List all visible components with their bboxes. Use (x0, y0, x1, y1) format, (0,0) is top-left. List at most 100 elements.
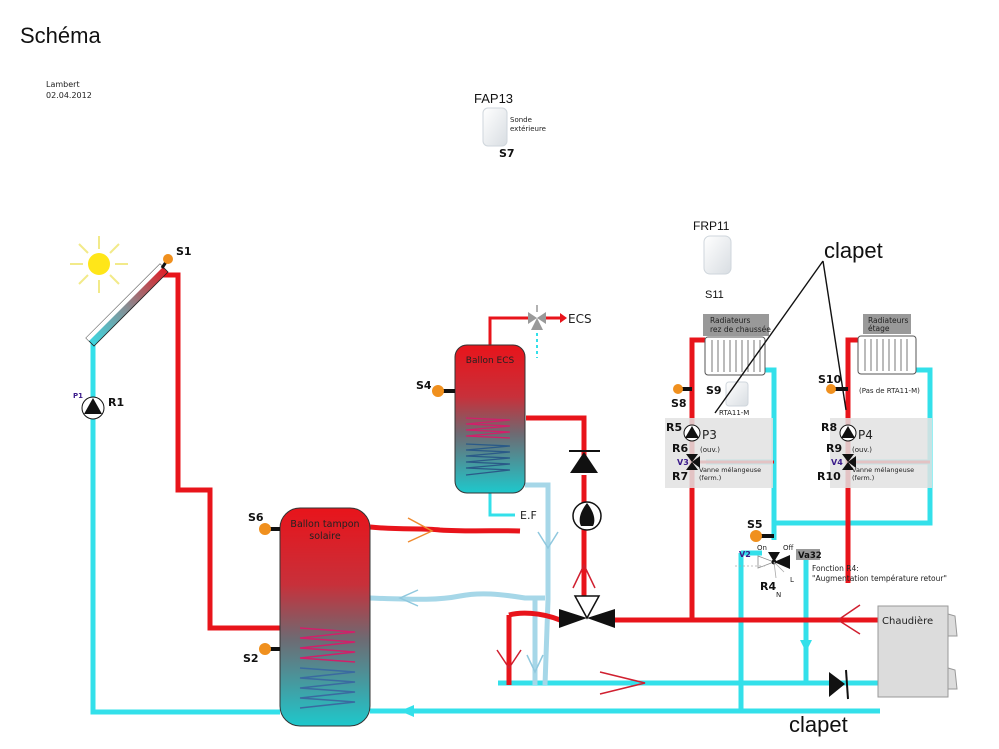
n-label: N (776, 591, 781, 599)
sensor-s2-icon (259, 643, 271, 655)
outdoor-sensor-device-icon (482, 107, 508, 147)
outdoor-sensor-model: FAP13 (474, 91, 513, 106)
relay-r6-label: R6 (672, 442, 688, 455)
pump-p3-label: P3 (702, 428, 717, 442)
dhw-check-valve (569, 450, 600, 473)
sun-icon (70, 236, 128, 293)
author-label: Lambert (46, 80, 80, 89)
clapet-annotation-top: clapet (714, 238, 883, 414)
relay-r9-label: R9 (826, 442, 842, 455)
outdoor-sensor: FAP13 Sonde extérieure S7 (474, 91, 546, 160)
on-label: On (757, 544, 767, 552)
sensor-s4-icon (432, 385, 444, 397)
l-label: L (790, 576, 794, 584)
upper-circuit-return (771, 367, 933, 540)
relay-r7-label: R7 (672, 470, 688, 483)
sensor-s1-label: S1 (176, 245, 192, 258)
room-unit: FRP11 S11 (693, 219, 732, 301)
sensor-s8-icon (673, 384, 683, 394)
flow-arrow-icon (836, 604, 861, 635)
pump-p4-label: P4 (858, 428, 873, 442)
heat-exchanger-coil (299, 627, 356, 663)
buffer-tank-label-1: Ballon tampon (290, 519, 359, 530)
return-boost-valve: S5 On Off V2 Va32 R4 L N Fonction R4: "A… (735, 518, 947, 599)
clapet-label-top: clapet (824, 238, 883, 263)
outdoor-sensor-caption-1: Sonde (510, 116, 532, 124)
hot-pipes (162, 272, 880, 685)
bottom-check-valve (829, 669, 849, 700)
ground-circuit-return (765, 367, 777, 523)
flow-arrow-icon (572, 563, 596, 589)
open-label: (ouv.) (852, 446, 872, 454)
sensor-s1-icon (163, 254, 173, 264)
flow-arrows (398, 517, 861, 695)
cold-water-inlet-label: E.F (520, 509, 537, 522)
ground-radiator-label-2: rez de chaussée (710, 325, 771, 334)
relay-r4-label: R4 (760, 580, 776, 593)
heat-exchanger-coil (465, 417, 511, 439)
valve-v3-label: V3 (677, 458, 689, 467)
room-thermostat-label: RTA11-M (719, 409, 749, 417)
dhw-outlet-pipe (488, 316, 528, 345)
flow-arrow-icon (800, 640, 812, 652)
flow-arrow-icon (537, 531, 559, 550)
valve-v4-label: V4 (831, 458, 843, 467)
ground-radiator-label-1: Radiateurs (710, 316, 750, 325)
ground-circuit-panel (665, 418, 773, 488)
mixing-valve-label: Vanne mélangeuse (852, 466, 914, 474)
radiator-label-bg (863, 314, 911, 334)
sensor-s9-label: S9 (706, 384, 722, 397)
sensor-s11-label: S11 (705, 289, 724, 301)
room-unit-model: FRP11 (693, 219, 730, 233)
outdoor-sensor-caption-2: extérieure (510, 125, 546, 133)
valve-badge-label: Va32 (798, 551, 822, 561)
flow-arrow-icon (526, 654, 544, 674)
room-unit-device-icon (703, 235, 732, 275)
solar-return-pipe (90, 340, 280, 715)
upper-circuit: Radiateurs étage S10 (Pas de RTA11-M) R8… (817, 314, 920, 483)
dhw-thermostatic-mixer: ECS (528, 305, 592, 358)
close-label: (ferm.) (699, 474, 721, 482)
dhw-tank-label: Ballon ECS (466, 356, 515, 366)
off-label: Off (783, 544, 794, 552)
sensor-s10-icon (826, 384, 836, 394)
upper-circuit-flow (845, 337, 858, 583)
pump-icon (685, 426, 699, 438)
dhw-loading-pump (572, 501, 602, 531)
flow-arrow-icon (398, 589, 419, 607)
dhw-coil-flow (526, 415, 587, 458)
buffer-tank: Ballon tampon solaire S6 S2 (243, 507, 371, 727)
close-label: (ferm.) (852, 474, 874, 482)
flow-arrow-icon (407, 517, 434, 543)
no-room-unit-note: (Pas de RTA11-M) (859, 387, 920, 395)
open-label: (ouv.) (700, 446, 720, 454)
sensor-s8-label: S8 (671, 397, 687, 410)
pump-icon (579, 503, 595, 526)
solar-pump: P1 R1 (73, 392, 124, 420)
ground-circuit: Radiateurs rez de chaussée S8 S9 RTA11-M… (666, 314, 771, 483)
page-title: Schéma (20, 23, 101, 48)
valve-v2-label: V2 (739, 550, 751, 559)
function-label-2: "Augmentation température retour" (812, 574, 947, 583)
three-way-valve-main (559, 595, 615, 628)
flow-arrow-icon (400, 705, 414, 717)
sensor-s7-label: S7 (499, 147, 515, 160)
upper-radiator-label-1: Radiateurs (868, 316, 908, 325)
boiler: Chaudière (877, 605, 958, 698)
pump-icon (84, 398, 102, 414)
clapet-label-bottom: clapet (789, 712, 848, 737)
flow-arrow-icon (496, 649, 522, 670)
boiler-label: Chaudière (882, 615, 933, 627)
sensor-s6-label: S6 (248, 511, 264, 524)
buffer-tank-label-2: solaire (309, 531, 341, 542)
sensor-s2-label: S2 (243, 652, 259, 665)
sensor-s6-icon (259, 523, 271, 535)
radiator-label-bg (703, 314, 769, 336)
pump-p1-label: P1 (73, 392, 83, 400)
valve-badge (796, 549, 820, 560)
solar-collector: S1 (85, 245, 192, 347)
sensor-s4-label: S4 (416, 379, 432, 392)
sensor-s5-icon (750, 530, 762, 542)
sensor-s5-label: S5 (747, 518, 763, 531)
